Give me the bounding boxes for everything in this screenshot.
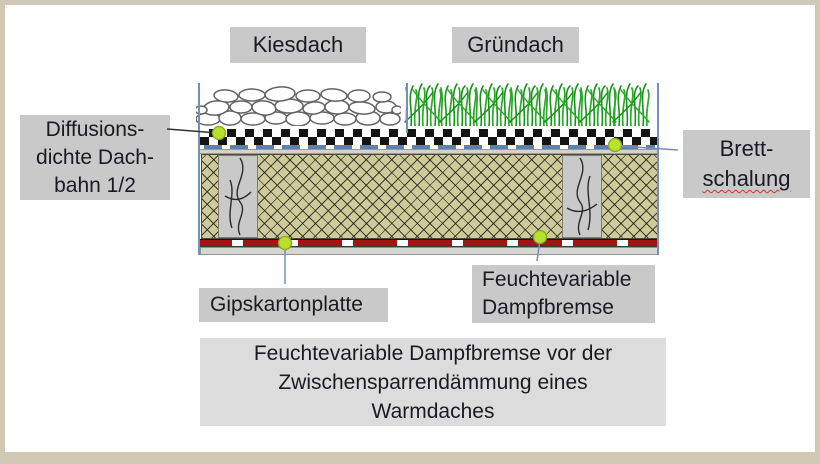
callout-membrane-label: Diffusions- dichte Dach- bahn 1/2 <box>20 115 170 200</box>
section-label-kiesdach: Kiesdach <box>230 27 366 63</box>
gravel-texture <box>196 86 401 126</box>
rafter-right <box>562 155 602 238</box>
section-label-gruendach: Gründach <box>452 27 579 63</box>
membrane-checker-layer <box>200 129 659 145</box>
section-divider-right <box>657 83 659 255</box>
rafter-left <box>218 155 258 238</box>
callout-vapour-label: Feuchtevariable Dampfbremse <box>472 265 655 323</box>
callout-sheathing-label: Brett- schalung <box>683 130 810 198</box>
wood-grain-icon <box>566 157 598 236</box>
grass-texture <box>404 83 650 126</box>
callout-sheathing-line2: schalung <box>702 166 791 191</box>
vapour-barrier-layer <box>200 239 659 247</box>
board-sheathing-layer <box>200 149 659 154</box>
callout-gypsum-label: Gipskartonplatte <box>199 288 388 322</box>
caption-text: Feuchtevariable Dampfbremse vor der Zwis… <box>200 338 666 426</box>
section-divider-left <box>198 83 200 255</box>
sealing-blue-layer <box>200 145 659 149</box>
section-divider-middle <box>406 83 408 133</box>
gypsum-board-layer <box>200 247 659 255</box>
callout-sheathing-line1: Brett- <box>719 136 774 161</box>
content-area: Kiesdach Gründach <box>5 5 815 452</box>
wood-grain-icon <box>224 157 252 236</box>
